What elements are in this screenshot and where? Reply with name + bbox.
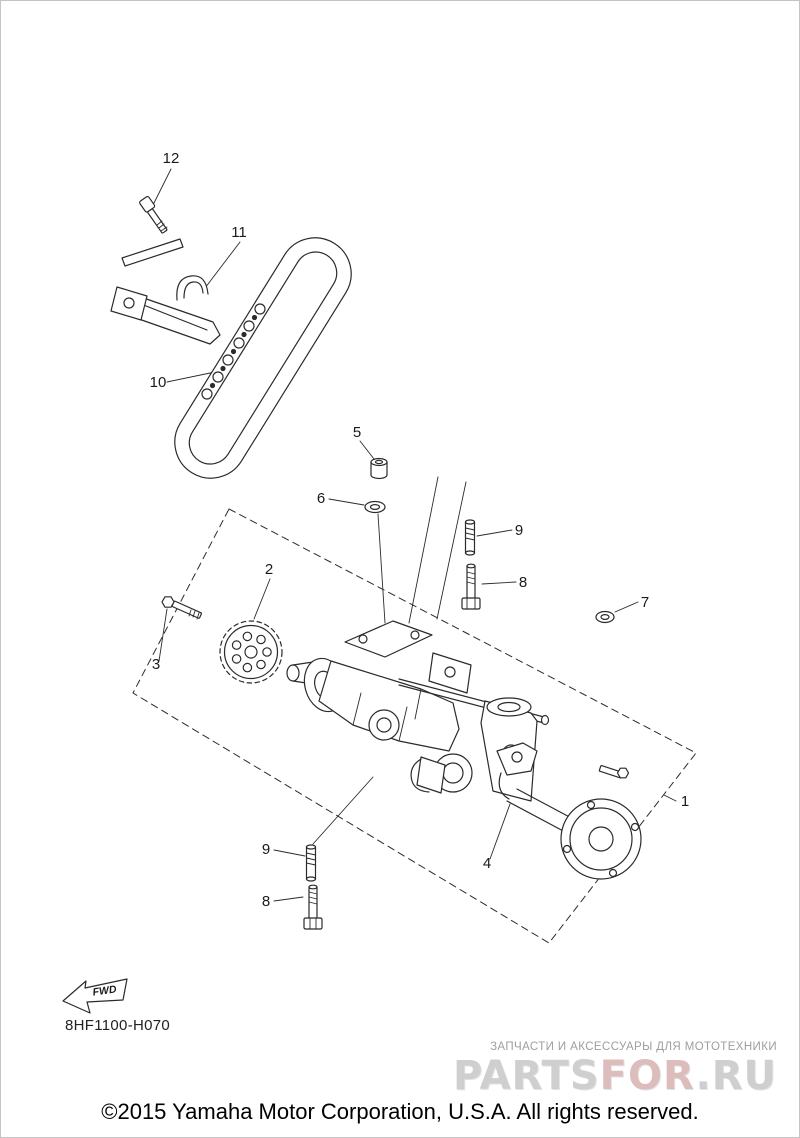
guide-lines xyxy=(312,476,467,845)
bolt-8-bottom xyxy=(303,884,323,930)
bushing-5 xyxy=(370,457,388,480)
bolt-8-top xyxy=(461,563,481,610)
watermark-logo: PARTSFOR.RU xyxy=(453,1056,777,1096)
callout-labels: 12 11 10 5 6 9 8 7 2 3 9 8 4 1 xyxy=(150,150,690,910)
callout-4: 4 xyxy=(483,855,491,872)
callout-11: 11 xyxy=(231,224,247,241)
callout-10: 10 xyxy=(150,374,167,391)
callout-12: 12 xyxy=(163,150,180,167)
watermark: ЗАПЧАСТИ И АКСЕССУАРЫ ДЛЯ МОТОТЕХНИКИ PA… xyxy=(453,1041,777,1096)
leader-lines xyxy=(151,168,677,902)
watermark-logo-parts: PARTS xyxy=(452,1053,600,1099)
callout-3: 3 xyxy=(152,656,160,673)
washer-7 xyxy=(595,610,615,624)
callout-7: 7 xyxy=(641,594,649,611)
fwd-label: FWD xyxy=(92,983,118,998)
callout-9-bottom: 9 xyxy=(262,841,270,858)
dashed-boundary xyxy=(132,508,697,944)
callout-2: 2 xyxy=(265,561,273,578)
callout-6: 6 xyxy=(317,490,325,507)
bolt-mount-right xyxy=(598,765,630,779)
copyright-text: ©2015 Yamaha Motor Corporation, U.S.A. A… xyxy=(101,1099,699,1124)
watermark-tagline: ЗАПЧАСТИ И АКСЕССУАРЫ ДЛЯ МОТОТЕХНИКИ xyxy=(490,1041,777,1053)
chain-tensioner xyxy=(110,238,221,345)
oil-pump-assembly xyxy=(286,620,642,880)
cam-chain xyxy=(174,237,352,479)
watermark-logo-for: FOR xyxy=(599,1053,696,1099)
fwd-arrow xyxy=(62,978,128,1014)
watermark-logo-ru: .RU xyxy=(695,1053,777,1099)
bolt-12 xyxy=(139,196,168,234)
bolt-3 xyxy=(161,596,202,620)
washer-6 xyxy=(364,500,386,514)
callout-8-bottom: 8 xyxy=(262,893,270,910)
stud-9-top xyxy=(464,519,476,556)
callout-8-top: 8 xyxy=(519,574,527,591)
pump-sprocket xyxy=(219,620,283,684)
part-code: 8HF1100-H070 xyxy=(65,1017,171,1034)
callout-9-top: 9 xyxy=(515,522,523,539)
callout-5: 5 xyxy=(353,424,361,441)
stud-9-bottom xyxy=(305,844,317,882)
callout-1: 1 xyxy=(681,793,689,810)
